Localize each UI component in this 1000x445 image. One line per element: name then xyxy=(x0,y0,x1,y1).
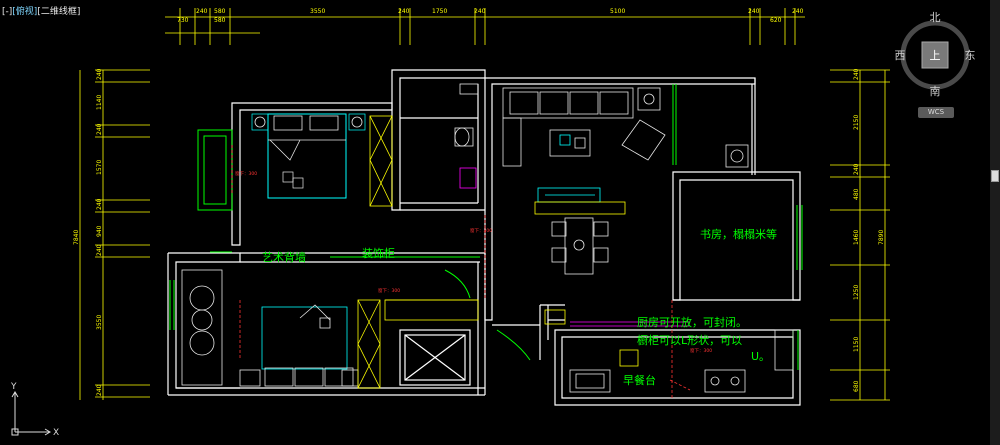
dim-label: 580 xyxy=(214,8,226,15)
kitchen-counter[interactable] xyxy=(544,309,794,393)
dim-label: 1250 xyxy=(853,285,860,300)
dim-label: 240 xyxy=(748,8,760,15)
dim-label: 1140 xyxy=(96,95,103,110)
dining-table[interactable] xyxy=(551,217,609,275)
dimension-left xyxy=(79,69,150,400)
windows xyxy=(169,84,803,370)
dim-label: 240 xyxy=(96,198,103,210)
dim-label: 240 xyxy=(96,244,103,256)
dim-label: 730 xyxy=(177,17,189,24)
height-note: 窗下：300 xyxy=(235,170,257,177)
bathroom-fixtures[interactable] xyxy=(454,83,479,189)
tv-cabinet[interactable] xyxy=(534,187,626,215)
walls[interactable] xyxy=(167,69,801,406)
dim-label: 3550 xyxy=(96,315,103,330)
dim-label: 1570 xyxy=(96,160,103,175)
wall-bedroom-2 xyxy=(168,252,241,389)
height-note: 窗下：300 xyxy=(378,287,400,294)
label-kitchen-3: U。 xyxy=(751,350,770,363)
ucs-x-label: X xyxy=(53,428,59,438)
dim-label: 940 xyxy=(96,225,103,237)
dim-label: 240 xyxy=(398,8,410,15)
dimension-top-labels: 240 580 3550 240 1750 240 5100 240 620 2… xyxy=(177,8,804,24)
height-note: 窗下：300 xyxy=(690,347,712,354)
height-note: 窗下：300 xyxy=(470,227,492,234)
wall-kitchen xyxy=(554,329,801,406)
dim-label: 240 xyxy=(196,8,208,15)
vertical-scrollbar[interactable] xyxy=(990,0,1000,445)
viewport-control-toggle[interactable]: [-] xyxy=(2,7,13,17)
wardrobe-second[interactable] xyxy=(357,299,479,389)
dim-label: 240 xyxy=(96,68,103,80)
compass-south[interactable]: 南 xyxy=(930,85,941,98)
wardrobe-master[interactable] xyxy=(369,115,393,207)
label-study: 书房，榻榻米等 xyxy=(700,227,777,241)
dimension-right xyxy=(830,69,890,401)
ucs-y-label: Y xyxy=(10,382,17,392)
washer[interactable] xyxy=(725,144,749,168)
dim-label: 3550 xyxy=(310,8,325,15)
dim-label: 620 xyxy=(770,17,782,24)
viewcube-top-face[interactable] xyxy=(921,41,949,69)
armchairs[interactable] xyxy=(181,269,223,386)
ucs-icon xyxy=(11,391,51,436)
wcs-menu[interactable]: WCS xyxy=(918,107,954,118)
label-breakfast: 早餐台 xyxy=(623,373,656,387)
master-bed[interactable] xyxy=(251,113,366,199)
label-art-wall: 艺术背墙 xyxy=(262,250,306,264)
viewcube-top-label: 上 xyxy=(930,49,941,62)
wall-outer-top xyxy=(391,69,486,211)
sofa[interactable] xyxy=(502,87,666,167)
dim-label: 240 xyxy=(96,123,103,135)
dim-label: 240 xyxy=(853,163,860,175)
elevator-shaft xyxy=(399,329,471,386)
second-bed[interactable] xyxy=(239,304,359,387)
dim-label: 240 xyxy=(853,68,860,80)
dimension-left-labels: 240 1140 240 1570 240 940 240 3550 240 7… xyxy=(73,68,103,396)
dim-label: 1460 xyxy=(853,230,860,245)
dim-label: 7890 xyxy=(878,230,885,245)
dimension-right-labels: 240 2150 240 480 1460 1250 1150 680 7890 xyxy=(853,68,885,392)
dim-label: 240 xyxy=(474,8,486,15)
height-notes: 窗下：300 窗下：300 窗下：300 窗下：300 xyxy=(235,170,712,354)
compass-east[interactable]: 东 xyxy=(965,49,976,62)
dim-label: 2150 xyxy=(853,115,860,130)
dim-label: 240 xyxy=(792,8,804,15)
dim-label: 240 xyxy=(96,384,103,396)
dim-label: 480 xyxy=(853,188,860,200)
label-decor-cabinet: 装饰柜 xyxy=(362,246,395,260)
dim-label: 580 xyxy=(214,17,226,24)
viewport-label[interactable]: [-][俯视][二维线框] xyxy=(2,4,80,17)
label-kitchen-1: 厨房可开放，可封闭。 xyxy=(637,315,747,329)
annotations: 书房，榻榻米等 厨房可开放，可封闭。 橱柜可以L形状，可以 U。 早餐台 艺术背… xyxy=(262,227,777,387)
visual-style-wireframe[interactable]: [二维线框] xyxy=(37,7,81,17)
dim-label: 680 xyxy=(853,380,860,392)
dim-label: 5100 xyxy=(610,8,625,15)
dim-label: 1150 xyxy=(853,337,860,352)
scrollbar-thumb[interactable] xyxy=(991,170,999,182)
dimension-top xyxy=(165,8,805,45)
label-kitchen-2: 橱柜可以L形状，可以 xyxy=(637,333,742,347)
dim-label: 1750 xyxy=(432,8,447,15)
compass-north[interactable]: 北 xyxy=(930,11,941,24)
compass-west[interactable]: 西 xyxy=(895,49,906,62)
dim-label: 7840 xyxy=(73,230,80,245)
view-mode-top[interactable]: [俯视] xyxy=(12,7,38,17)
dashed-markers xyxy=(231,145,691,400)
viewcube[interactable]: 上 北 南 东 西 xyxy=(895,11,976,98)
